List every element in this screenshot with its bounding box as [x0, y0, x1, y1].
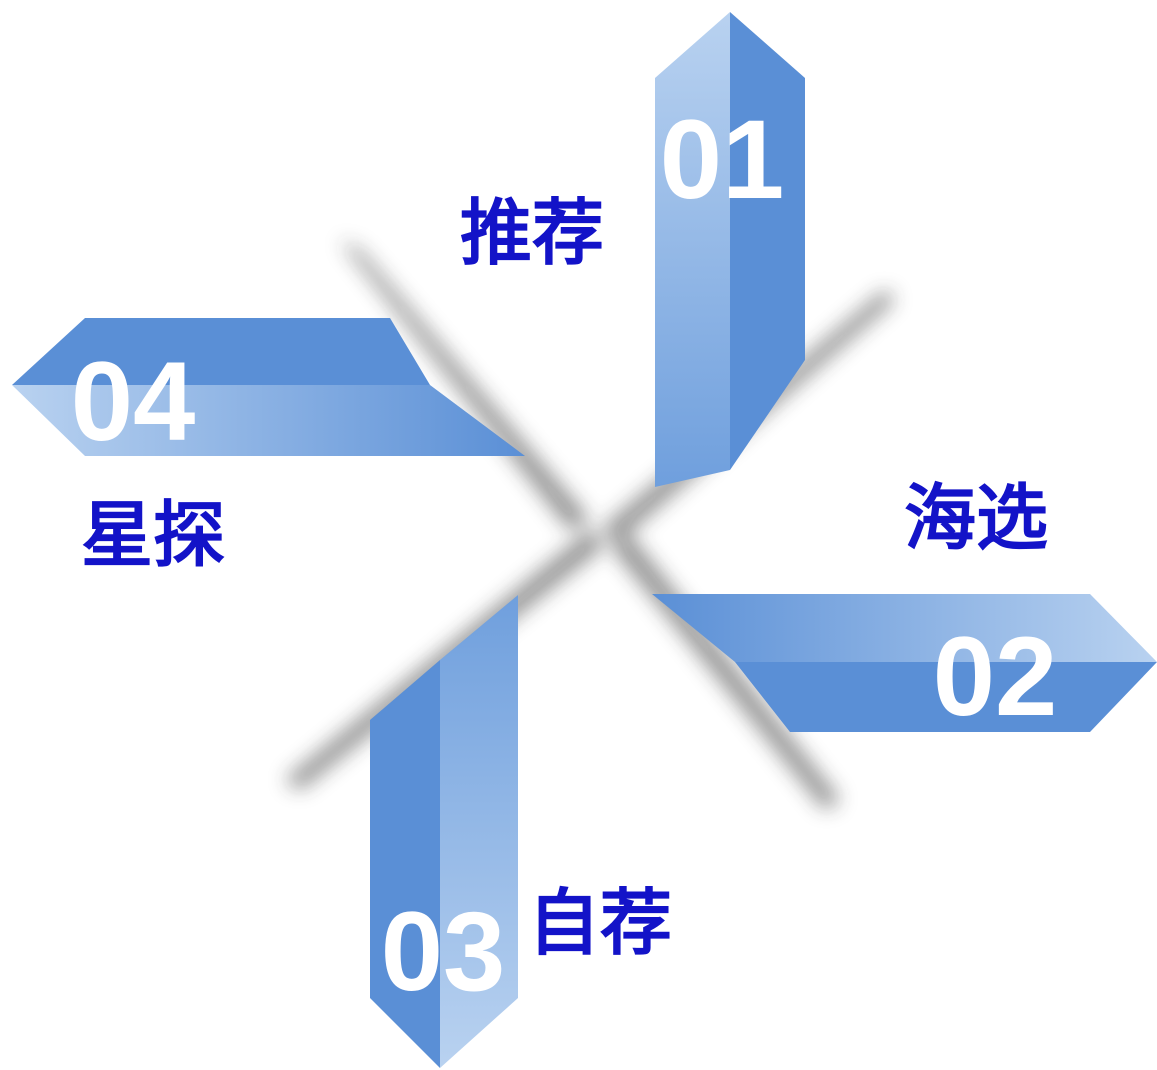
arm-02-front-face [652, 594, 1157, 662]
arm-04-front-face [12, 385, 525, 456]
step-number-02: 02 [933, 614, 1058, 739]
step-number-03: 03 [381, 889, 506, 1014]
arm-02-bottom-face [735, 662, 1157, 732]
arm-02 [652, 594, 1157, 732]
arm-04 [12, 318, 525, 456]
arm-03-side-face [370, 660, 440, 1068]
step-label-03: 自荐 [528, 881, 672, 965]
step-label-01: 推荐 [460, 191, 604, 275]
arm-03-front-face [440, 595, 518, 1068]
step-label-04: 星探 [81, 493, 225, 577]
arm-01-side-face [730, 12, 805, 470]
step-label-02: 海选 [904, 476, 1048, 560]
arm-04-top-face [12, 318, 430, 385]
arm-01 [655, 12, 805, 487]
step-number-04: 04 [71, 339, 196, 464]
arm-01-front-face [655, 12, 730, 487]
shadow-top-left [340, 240, 590, 530]
arm-03 [370, 595, 518, 1068]
step-number-01: 01 [660, 97, 785, 222]
